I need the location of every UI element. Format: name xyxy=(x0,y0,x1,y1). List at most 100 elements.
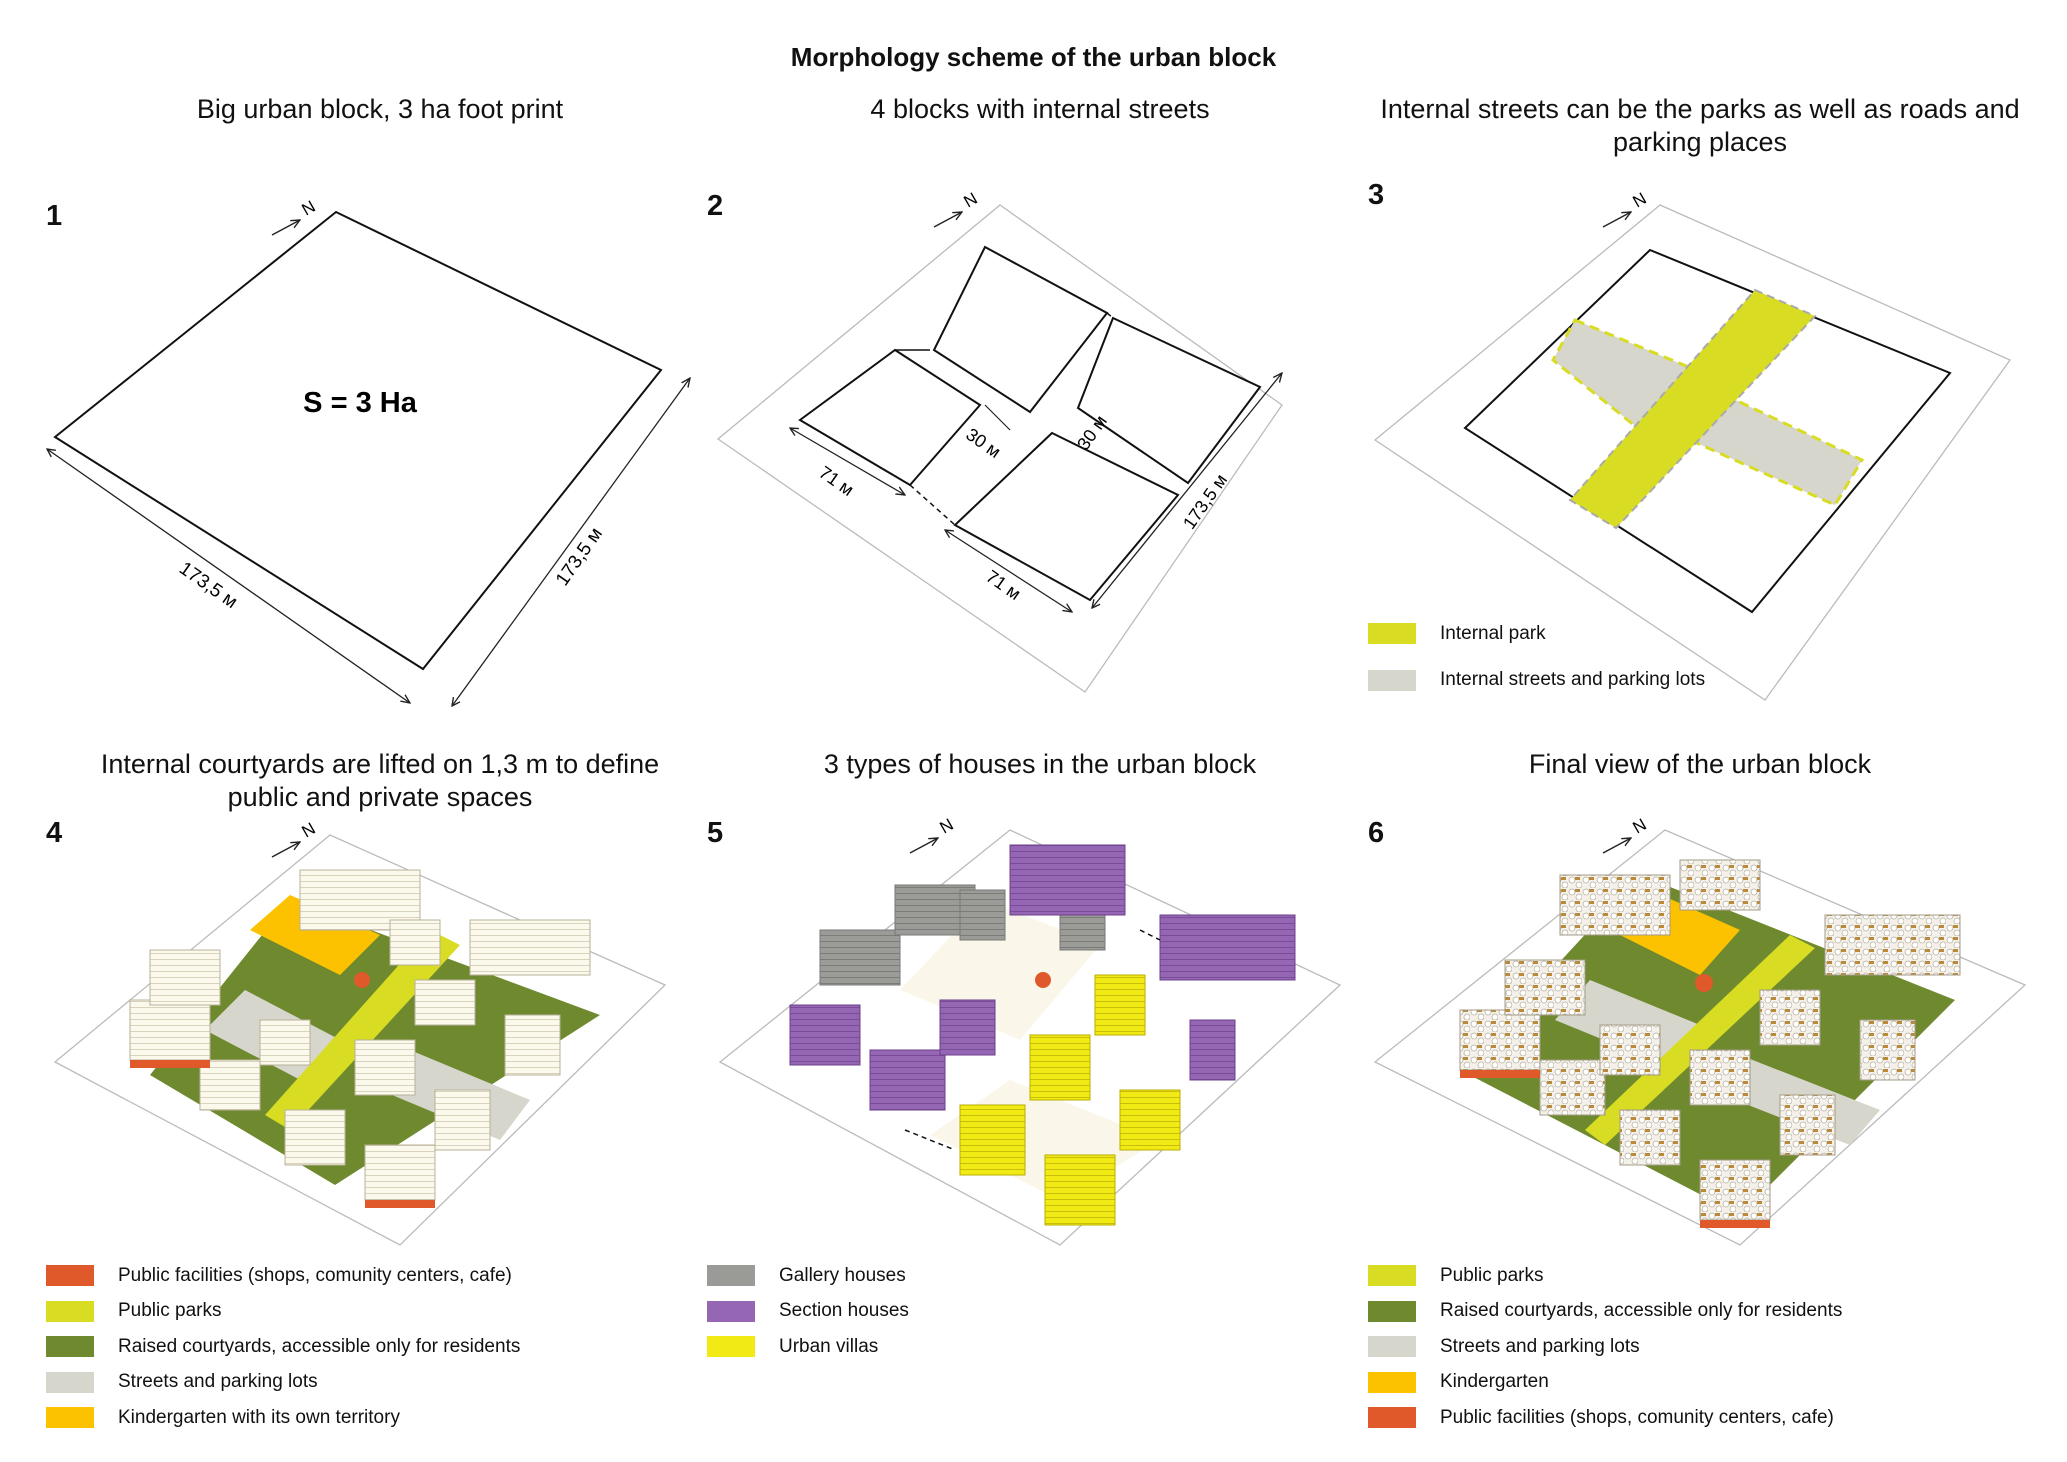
building xyxy=(1619,1109,1681,1166)
legend-item: Raised courtyards, accessible only for r… xyxy=(46,1329,520,1365)
building xyxy=(364,1144,436,1201)
building xyxy=(434,1089,491,1151)
panel-3-number: 3 xyxy=(1368,179,1385,211)
main-title: Morphology scheme of the urban block xyxy=(790,42,1277,72)
gallery-house xyxy=(959,889,1006,941)
legend-label: Kindergarten xyxy=(1440,1371,1549,1393)
dimension-line-b xyxy=(452,378,690,706)
gallery-house xyxy=(819,929,901,986)
section-house xyxy=(1009,844,1126,916)
building xyxy=(149,949,221,1006)
legend-swatch xyxy=(46,1407,94,1429)
panel-4-title: Internal courtyards are lifted on 1,3 m … xyxy=(100,749,660,812)
north-arrow-icon: N xyxy=(909,815,957,854)
legend-swatch xyxy=(1368,669,1416,691)
public-facility-ground xyxy=(1460,1070,1540,1078)
legend-swatch xyxy=(707,1265,755,1287)
legend-label: Streets and parking lots xyxy=(1440,1335,1640,1357)
urban-villa xyxy=(1094,974,1146,1036)
legend-label: Kindergarten with its own territory xyxy=(118,1406,400,1428)
panel-2-title: 4 blocks with internal streets xyxy=(870,94,1210,124)
public-facility-marker xyxy=(1035,972,1051,988)
building xyxy=(469,919,591,976)
panel-5-number: 5 xyxy=(707,817,724,849)
legend-item: Section houses xyxy=(707,1294,909,1330)
legend-swatch xyxy=(1368,1265,1416,1287)
panel-4-legend: Public facilities (shops, comunity cente… xyxy=(46,1258,520,1436)
building xyxy=(414,979,476,1026)
panel-2-drawing: 30 м 30 м 71 м 71 м 173,5 м N xyxy=(716,189,1282,693)
legend-swatch xyxy=(1368,623,1416,645)
legend-swatch xyxy=(46,1371,94,1393)
legend-item: Streets and parking lots xyxy=(46,1365,520,1401)
section-house xyxy=(869,1049,946,1111)
building xyxy=(1559,874,1671,936)
building xyxy=(1859,1019,1916,1081)
building xyxy=(199,1059,261,1111)
legend-label: Raised courtyards, accessible only for r… xyxy=(118,1335,521,1357)
legend-swatch xyxy=(707,1300,755,1322)
public-facility-marker xyxy=(354,972,370,988)
panel-5-legend: Gallery houses Section houses Urban vill… xyxy=(707,1258,909,1365)
panel-4-number: 4 xyxy=(46,817,63,849)
panel-6-number: 6 xyxy=(1368,817,1385,849)
section-house xyxy=(1159,914,1296,981)
urban-villa xyxy=(1029,1034,1091,1101)
legend-swatch xyxy=(46,1336,94,1358)
legend-label: Public parks xyxy=(118,1300,222,1322)
legend-label: Internal park xyxy=(1440,622,1546,644)
building xyxy=(354,1039,416,1096)
section-house xyxy=(1189,1019,1236,1081)
panel-6-legend: Public parks Raised courtyards, accessib… xyxy=(1368,1258,1842,1436)
legend-item: Raised courtyards, accessible only for r… xyxy=(1368,1294,1842,1330)
street-w xyxy=(1555,980,1700,1065)
section-house xyxy=(939,999,996,1056)
building xyxy=(389,919,441,966)
north-arrow-icon: N xyxy=(271,197,319,236)
building xyxy=(504,1014,561,1076)
svg-text:N: N xyxy=(1630,815,1650,838)
legend-label: Public facilities (shops, comunity cente… xyxy=(1440,1406,1834,1428)
urban-villa xyxy=(1044,1154,1116,1226)
legend-item: Gallery houses xyxy=(707,1258,909,1294)
public-park xyxy=(1585,935,1815,1145)
panel-4-drawing: N xyxy=(53,819,667,1246)
north-arrow-icon: N xyxy=(933,189,981,228)
legend-swatch xyxy=(46,1265,94,1287)
legend-item: Public facilities (shops, comunity cente… xyxy=(46,1258,520,1294)
panel-3-title: Internal streets can be the parks as wel… xyxy=(1380,94,2020,157)
block-outline xyxy=(53,210,663,671)
legend-label: Raised courtyards, accessible only for r… xyxy=(1440,1300,1843,1322)
legend-label: Urban villas xyxy=(779,1335,879,1357)
building xyxy=(1779,1094,1836,1156)
public-facility-ground xyxy=(130,1060,210,1068)
building xyxy=(1759,989,1821,1046)
svg-text:N: N xyxy=(961,189,981,212)
legend-label: Gallery houses xyxy=(779,1264,906,1286)
legend-item: Kindergarten xyxy=(1368,1365,1842,1401)
block-n xyxy=(932,245,1109,414)
dimension-label-a: 173,5 м xyxy=(175,558,241,613)
legend-item: Kindergarten with its own territory xyxy=(46,1400,520,1436)
building xyxy=(129,999,211,1061)
panel-6-drawing: N xyxy=(1373,815,2027,1246)
legend-label: Internal streets and parking lots xyxy=(1440,669,1706,691)
legend-label: Section houses xyxy=(779,1300,909,1322)
building xyxy=(1599,1024,1661,1076)
legend-label: Public facilities (shops, comunity cente… xyxy=(118,1264,512,1286)
panel-6-title: Final view of the urban block xyxy=(1528,749,1872,779)
building xyxy=(1824,914,1961,976)
section-house xyxy=(789,1004,861,1066)
area-label: S = 3 Ha xyxy=(303,387,418,419)
panel-1-drawing: S = 3 Ha 173,5 м 173,5 м N xyxy=(47,197,690,706)
building xyxy=(1699,1159,1771,1221)
internal-street-e xyxy=(1687,393,1865,507)
building xyxy=(1459,1009,1541,1071)
panel-2-number: 2 xyxy=(707,190,724,222)
building xyxy=(1689,1049,1751,1106)
legend-swatch xyxy=(1368,1300,1416,1322)
svg-text:N: N xyxy=(1630,189,1650,212)
panel-3-legend: Internal park Internal streets and parki… xyxy=(1368,616,1705,698)
public-facility-ground xyxy=(1700,1220,1770,1228)
